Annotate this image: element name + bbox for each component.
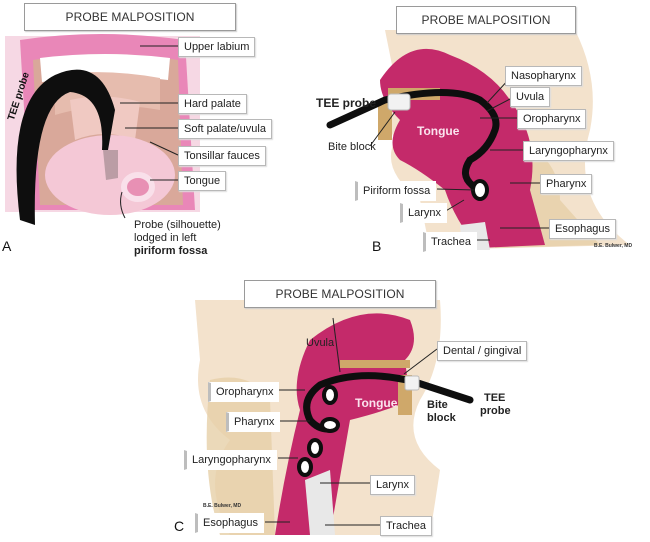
probe-fade bbox=[103, 150, 118, 180]
tongue-label-c: Tongue bbox=[355, 396, 398, 410]
label-larynx-b: Larynx bbox=[400, 203, 448, 223]
label-nasopharynx: Nasopharynx bbox=[505, 66, 582, 86]
panel-c-letter: C bbox=[174, 518, 185, 534]
label-upper-labium: Upper labium bbox=[178, 37, 256, 57]
bite-block-label-c-2: block bbox=[427, 412, 456, 424]
probe-loop-2 bbox=[320, 417, 340, 433]
label-oropharynx-b: Oropharynx bbox=[517, 109, 587, 129]
bite-block-c bbox=[404, 375, 420, 391]
tongue-label-b: Tongue bbox=[417, 124, 460, 138]
tee-probe-label-c-2: probe bbox=[480, 405, 511, 417]
probe-note-line3: piriform fossa bbox=[134, 245, 208, 257]
panel-a-artwork bbox=[5, 34, 200, 226]
label-trachea-b: Trachea bbox=[423, 232, 477, 252]
trachea-rings-c bbox=[305, 470, 335, 535]
panel-b-letter: B bbox=[372, 238, 382, 254]
probe-note-line2: lodged in left bbox=[134, 232, 197, 244]
tee-probe-label-b: TEE probe bbox=[316, 96, 377, 110]
leader-lines bbox=[120, 45, 549, 526]
probe-silhouette bbox=[121, 172, 155, 202]
probe-note-line1: Probe (silhouette) bbox=[134, 219, 221, 231]
probe-loop-4 bbox=[297, 457, 313, 477]
bite-block-label-c-1: Bite bbox=[427, 399, 448, 411]
tee-probe-label-c-1: TEE bbox=[484, 392, 506, 404]
label-pharynx-b: Pharynx bbox=[540, 174, 593, 194]
label-piriform-fossa: Piriform fossa bbox=[355, 181, 437, 201]
probe-loop-3 bbox=[307, 438, 323, 458]
panel-c-title: PROBE MALPOSITION bbox=[244, 280, 436, 308]
label-uvula-b: Uvula bbox=[510, 87, 551, 107]
label-tonsillar-fauces: Tonsillar fauces bbox=[178, 146, 266, 166]
probe-path-b bbox=[326, 89, 500, 196]
label-soft-palate-uvula: Soft palate/uvula bbox=[178, 119, 272, 139]
panel-a-title: PROBE MALPOSITION bbox=[24, 3, 236, 31]
label-esophagus-c: Esophagus bbox=[195, 513, 265, 533]
palate-bone-c bbox=[340, 360, 410, 368]
probe-tip-b bbox=[471, 179, 489, 201]
label-esophagus-b: Esophagus bbox=[549, 219, 617, 239]
probe-loop-1 bbox=[322, 385, 338, 405]
probe-path-c bbox=[303, 372, 474, 433]
label-laryngopharynx-b: Laryngopharynx bbox=[523, 141, 614, 161]
uvula-label-c: Uvula bbox=[306, 337, 335, 349]
bite-block-label-b: Bite block bbox=[328, 141, 376, 153]
credit-c: B.E. Bulwer, MD bbox=[203, 503, 242, 509]
panel-b-title: PROBE MALPOSITION bbox=[396, 6, 576, 34]
bite-block-b bbox=[387, 93, 411, 111]
label-pharynx-c: Pharynx bbox=[226, 412, 281, 432]
tee-probe-shape bbox=[16, 69, 116, 226]
credit-b: B.E. Bulwer, MD bbox=[594, 243, 633, 249]
label-tongue-a: Tongue bbox=[178, 171, 227, 191]
label-laryngopharynx-c: Laryngopharynx bbox=[184, 450, 277, 470]
label-dental-gingival: Dental / gingival bbox=[437, 341, 528, 361]
label-trachea-c: Trachea bbox=[380, 516, 432, 536]
label-larynx-c: Larynx bbox=[370, 475, 416, 495]
label-oropharynx-c: Oropharynx bbox=[208, 382, 280, 402]
panel-a-letter: A bbox=[2, 238, 12, 254]
label-hard-palate: Hard palate bbox=[178, 94, 247, 114]
